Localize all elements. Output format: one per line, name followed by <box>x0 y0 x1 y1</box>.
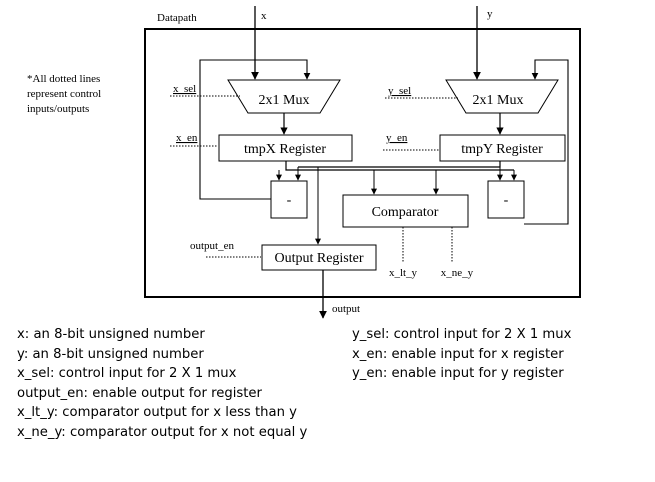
legend-item: y: an 8-bit unsigned number <box>17 346 204 362</box>
x-ne-y-label: x_ne_y <box>441 267 474 279</box>
tmpx-register-label: tmpX Register <box>244 142 326 157</box>
subtractor-x-label: - <box>287 193 292 208</box>
output-register-label: Output Register <box>274 251 363 266</box>
subtractor-y-label: - <box>504 193 509 208</box>
legend-item: x_lt_y: comparator output for x less tha… <box>17 405 297 421</box>
legend-left: x: an 8-bit unsigned number y: an 8-bit … <box>17 325 307 443</box>
datapath-boundary <box>144 28 581 298</box>
subtractor-x <box>270 180 308 219</box>
feedback-y-wire <box>524 59 569 225</box>
x-lt-y-label: x_lt_y <box>389 267 418 279</box>
tmpy-register-label: tmpY Register <box>461 142 543 157</box>
legend-item: x: an 8-bit unsigned number <box>17 327 205 342</box>
mux-x <box>227 79 341 114</box>
legend-item: y_sel: control input for 2 X 1 mux <box>352 327 572 342</box>
comparator <box>342 194 469 228</box>
legend-right: y_sel: control input for 2 X 1 mux x_en:… <box>352 325 571 384</box>
output-en-label: output_en <box>190 240 234 252</box>
mux-x-label: 2x1 Mux <box>259 93 310 108</box>
legend-item: y_en: enable input for y register <box>352 366 564 382</box>
legend-item: x_ne_y: comparator output for x not equa… <box>17 424 308 440</box>
tmpy-output-bus <box>298 161 501 168</box>
legend-item: output_en: enable output for register <box>17 385 262 401</box>
input-x-label: x <box>261 10 267 22</box>
output-label: output <box>332 303 360 315</box>
mux-y <box>445 79 559 114</box>
mux-y-label: 2x1 Mux <box>473 93 524 108</box>
datapath-title: Datapath <box>157 12 197 24</box>
feedback-x-wire <box>199 59 311 200</box>
comparator-label: Comparator <box>372 205 439 220</box>
tmpx-output-bus <box>285 161 514 171</box>
y-en-label: y_en <box>386 132 408 144</box>
tmpy-register <box>439 134 566 162</box>
x-sel-label: x_sel <box>173 83 196 95</box>
subtractor-y <box>487 180 525 219</box>
y-sel-label: y_sel <box>388 85 411 97</box>
legend-item: x_en: enable input for x register <box>352 346 564 362</box>
input-y-label: y <box>487 8 493 20</box>
dotted-lines-note: *All dotted lines represent control inpu… <box>27 73 104 115</box>
legend-item: x_sel: control input for 2 X 1 mux <box>17 366 237 382</box>
x-en-label: x_en <box>176 132 198 144</box>
output-register <box>261 244 377 271</box>
